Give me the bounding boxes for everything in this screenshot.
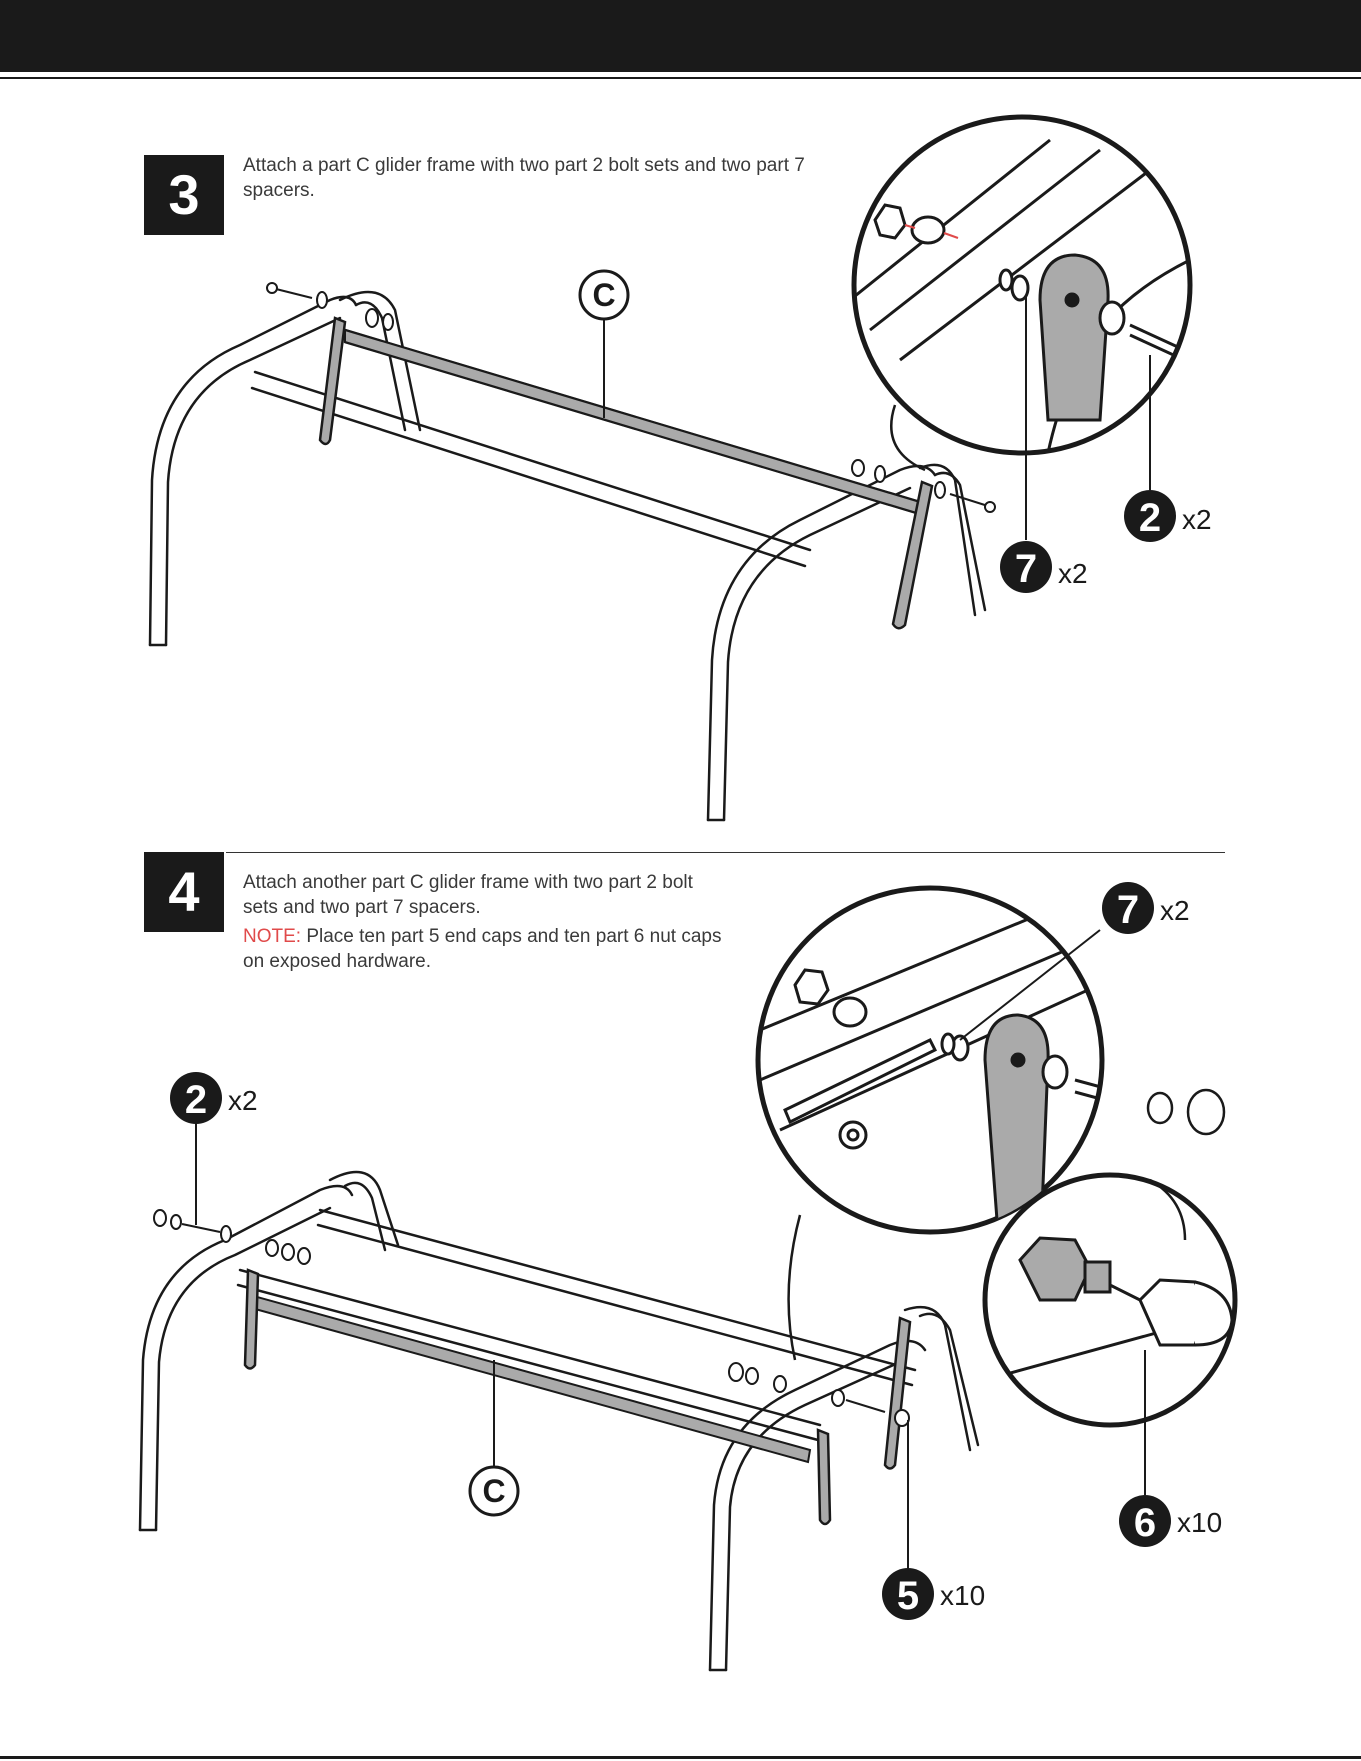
step-3-part-c-bar <box>345 330 920 514</box>
step-3-glider-frame <box>150 292 985 820</box>
step-3-zoom-detail <box>850 117 1218 540</box>
svg-text:2: 2 <box>1139 496 1161 540</box>
step-4-part-c-callout: C <box>470 1360 518 1515</box>
step-4-glider-arm-right-outer <box>885 1318 910 1469</box>
step-4-glider-arm-right <box>818 1430 830 1524</box>
step-3-zoom-glider-arm <box>1040 255 1108 420</box>
step-3-part-letter: C <box>592 277 615 313</box>
step-4-callout-part-7: 7 x2 <box>1102 882 1190 934</box>
step-3-glider-arm-left <box>320 318 345 444</box>
step-3-left-leg <box>150 297 356 645</box>
svg-text:x2: x2 <box>1160 895 1190 926</box>
svg-text:x2: x2 <box>228 1085 258 1116</box>
svg-text:x2: x2 <box>1182 504 1212 535</box>
step-3-part-c-callout: C <box>580 271 628 418</box>
svg-text:x2: x2 <box>1058 558 1088 589</box>
svg-text:x10: x10 <box>940 1580 985 1611</box>
step-4-zoom-detail-nut-cap <box>985 1175 1240 1425</box>
step-4-callout-part-2: 2 x2 <box>170 1072 258 1225</box>
step-4-glider-arm-left <box>245 1270 258 1369</box>
svg-text:7: 7 <box>1117 888 1139 932</box>
svg-text:7: 7 <box>1015 547 1037 591</box>
step-3-right-leg <box>708 466 935 820</box>
svg-text:6: 6 <box>1134 1501 1156 1545</box>
svg-text:5: 5 <box>897 1574 919 1618</box>
step-3-callout-part-2: 2 x2 <box>1124 490 1212 542</box>
svg-text:x10: x10 <box>1177 1507 1222 1538</box>
step-4-part-letter: C <box>482 1473 505 1509</box>
step-3-callout-part-7: 7 x2 <box>1000 541 1088 593</box>
svg-text:2: 2 <box>185 1078 207 1122</box>
